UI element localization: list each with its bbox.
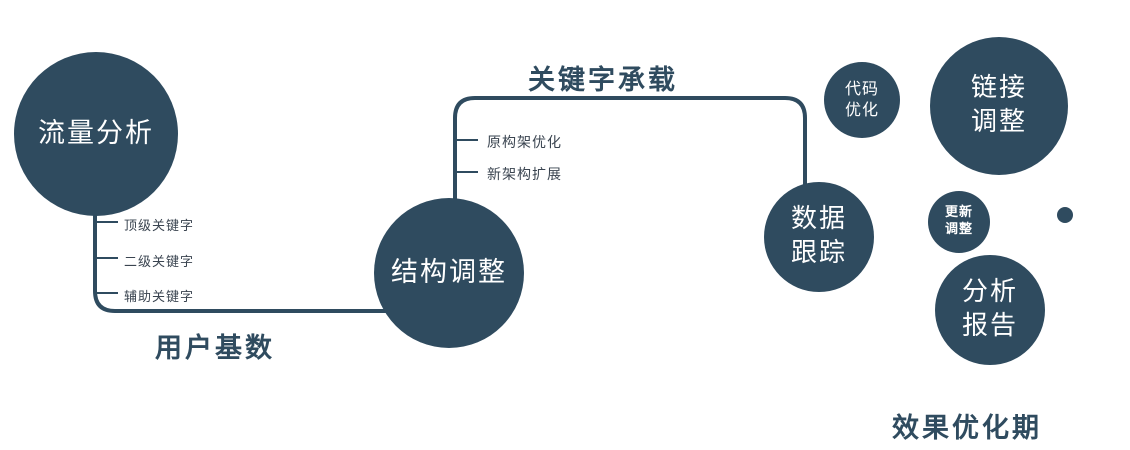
- edge-label-user-base: 用户基数: [155, 333, 275, 364]
- tick-label-orig-arch: 原构架优化: [487, 135, 562, 151]
- node-code-optimization-line2: 优化: [844, 100, 879, 119]
- node-analysis-report-line2: 报告: [961, 311, 1018, 341]
- tick-label-new-arch: 新架构扩展: [487, 167, 562, 183]
- node-data-tracking: 数据 跟踪: [764, 182, 874, 292]
- node-traffic-analysis-label: 流量分析: [38, 118, 154, 150]
- node-code-optimization: 代码 优化: [824, 62, 900, 138]
- node-update-adjustment: 更新 调整: [928, 191, 990, 253]
- node-link-adjustment: 链接 调整: [930, 37, 1068, 175]
- edge-label-keyword-carrying: 关键字承载: [528, 65, 678, 96]
- node-analysis-report: 分析 报告: [935, 255, 1045, 365]
- node-traffic-analysis: 流量分析: [14, 52, 178, 216]
- node-link-adjustment-line1: 链接: [970, 73, 1027, 104]
- tick-label-aux-keyword: 辅助关键字: [124, 290, 195, 305]
- node-data-tracking-line2: 跟踪: [790, 238, 847, 268]
- tick-label-second-keyword: 二级关键字: [124, 255, 195, 270]
- node-update-adjustment-line1: 更新: [944, 205, 973, 221]
- node-structure-adjustment: 结构调整: [374, 198, 524, 348]
- edge-structure-to-tracking: [453, 96, 807, 207]
- node-update-adjustment-line2: 调整: [944, 222, 973, 237]
- footer-phase-label: 效果优化期: [892, 413, 1042, 444]
- tick-label-top-keyword: 顶级关键字: [124, 219, 195, 234]
- node-link-adjustment-line2: 调整: [970, 107, 1027, 137]
- node-structure-adjustment-label: 结构调整: [391, 257, 507, 289]
- node-analysis-report-line1: 分析: [961, 277, 1018, 308]
- node-code-optimization-line1: 代码: [844, 79, 879, 99]
- bullet-dot: [1057, 207, 1073, 223]
- node-data-tracking-line1: 数据: [790, 204, 847, 235]
